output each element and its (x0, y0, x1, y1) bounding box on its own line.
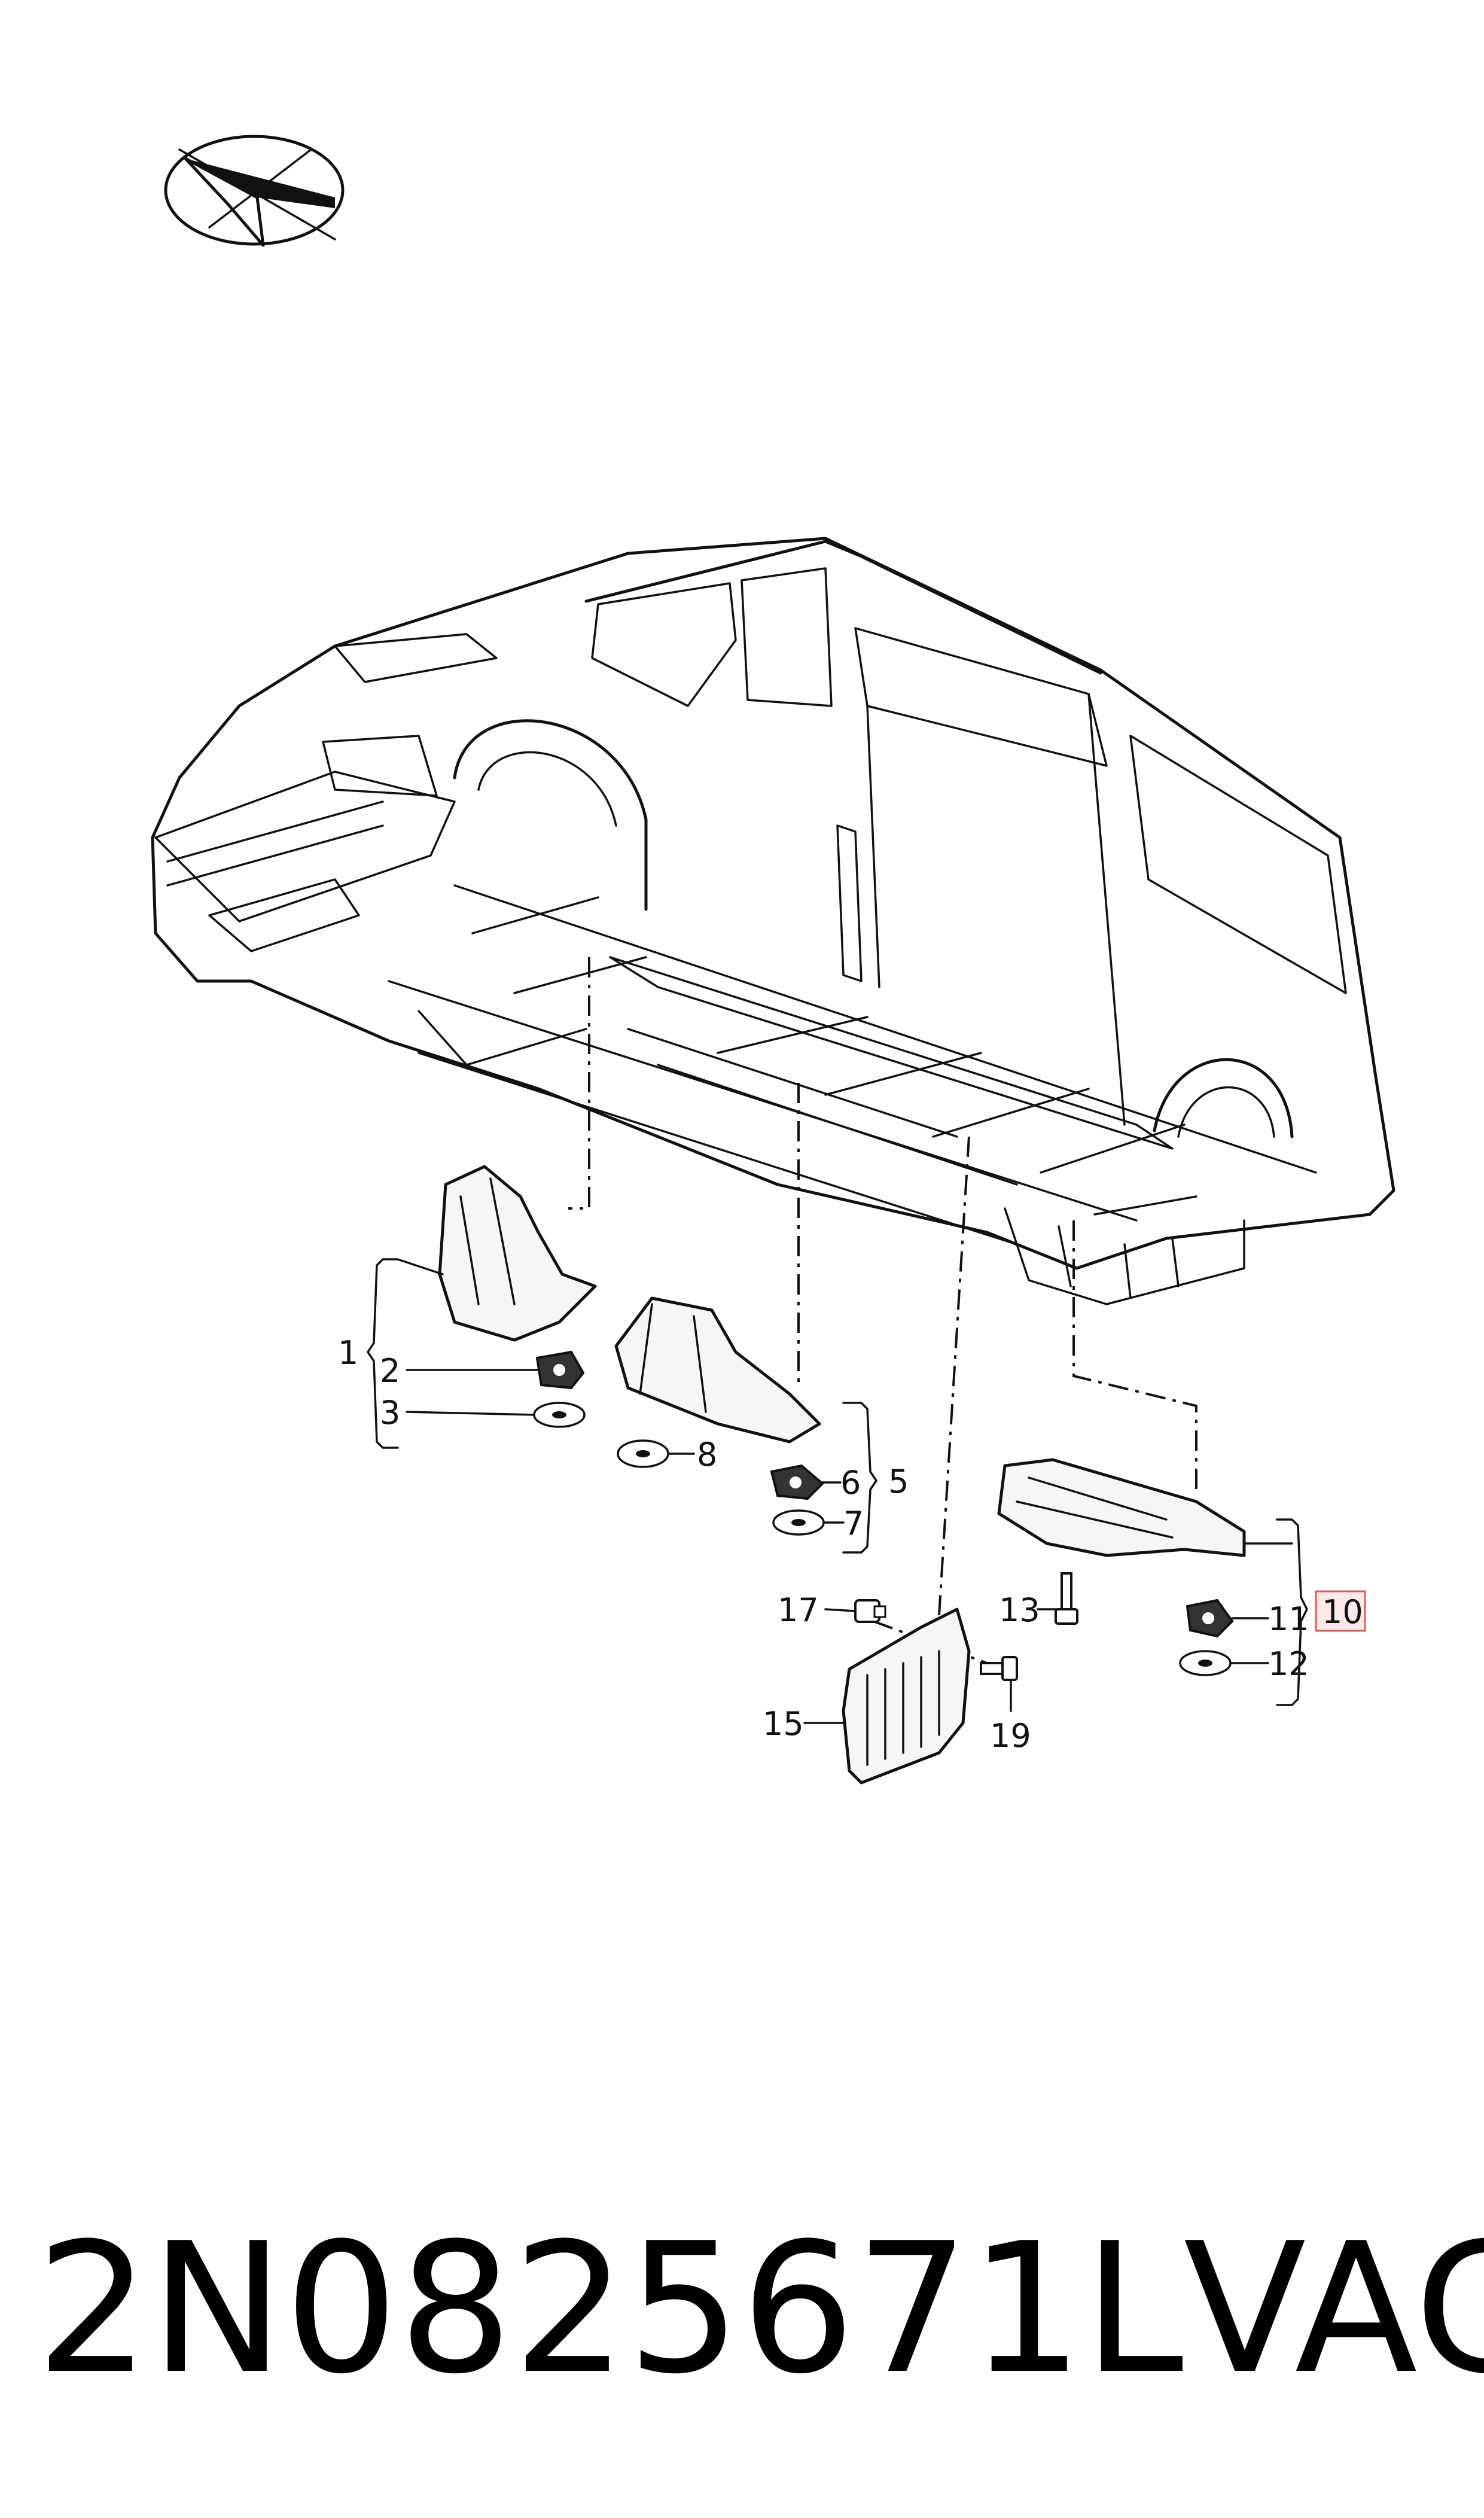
callout-8[interactable]: 8 (697, 1436, 717, 1473)
callout-labels: 1 2 3 5 6 7 8 10 11 12 13 15 17 19 (338, 1334, 1366, 1755)
callout-7[interactable]: 7 (843, 1505, 864, 1542)
callout-1[interactable]: 1 (338, 1334, 358, 1372)
part-7-washer (772, 1509, 825, 1536)
footer: 2N0825671L VAG (36, 2205, 1484, 2413)
part-3-washer (533, 1402, 586, 1428)
callout-3[interactable]: 3 (380, 1394, 400, 1432)
part-13-bolt (1055, 1572, 1078, 1625)
callout-2[interactable]: 2 (380, 1352, 400, 1390)
callout-5[interactable]: 5 (888, 1463, 909, 1500)
part-number: 2N0825671L (36, 2205, 1184, 2413)
callout-10-highlight (1315, 1590, 1366, 1632)
brand-name: VAG (1183, 2205, 1484, 2413)
orientation-arrow-icon (164, 135, 345, 247)
part-15-splash-guard (842, 1607, 971, 1785)
part-2-clip (535, 1350, 585, 1390)
part-17-nut (854, 1599, 886, 1623)
assembly-leader-lines (568, 957, 1197, 1664)
part-19-screw (980, 1656, 1018, 1681)
callout-19[interactable]: 19 (990, 1717, 1031, 1755)
callout-6[interactable]: 6 (840, 1464, 861, 1502)
part-6-clip (770, 1464, 824, 1500)
callout-15[interactable]: 15 (763, 1705, 804, 1743)
part-10-shield (997, 1458, 1246, 1557)
callout-17[interactable]: 17 (778, 1591, 819, 1629)
callout-13[interactable]: 13 (999, 1591, 1040, 1629)
van-body (151, 537, 1395, 1305)
part-5-shield (614, 1296, 821, 1444)
callout-12[interactable]: 12 (1268, 1645, 1309, 1683)
part-8-washer (617, 1439, 669, 1468)
callout-10[interactable]: 10 (1322, 1593, 1363, 1631)
part-11-clip (1186, 1599, 1234, 1638)
part-12-washer (1179, 1650, 1232, 1676)
part-1-shield (438, 1165, 597, 1342)
callout-11[interactable]: 11 (1268, 1600, 1309, 1638)
callout-leaders (367, 1258, 1308, 1724)
